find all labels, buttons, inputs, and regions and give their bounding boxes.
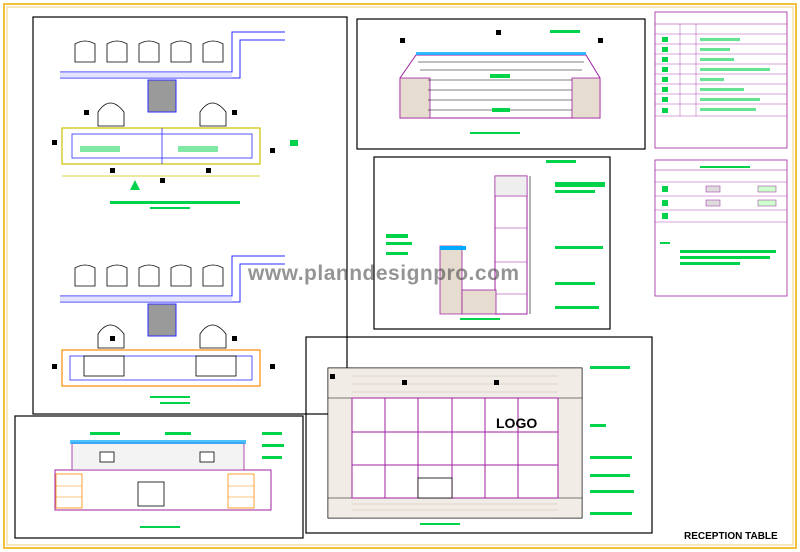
logo-placeholder: LOGO: [496, 415, 537, 431]
chair-icon: [138, 40, 160, 63]
chair-icon: [74, 40, 96, 63]
desk-plan-top: [61, 127, 261, 165]
wall-plan-bottom: [60, 255, 285, 303]
chair-row-top: [74, 40, 224, 63]
operator-chairs-top: [97, 102, 227, 127]
dimension-marks-plan: [52, 110, 298, 369]
monitor-icon: [199, 451, 215, 463]
finishes-table: [654, 159, 788, 297]
chair-icon: [170, 40, 192, 63]
sheet-frame: [3, 3, 797, 549]
logo-wall-panel: LOGO: [305, 336, 653, 534]
section-marker-icon: [130, 180, 140, 190]
monitor-icon: [99, 451, 115, 463]
drawer-unit-icon: [55, 473, 83, 509]
chair-icon: [202, 40, 224, 63]
front-elevation-panel: [356, 18, 646, 150]
legend-table: [654, 11, 788, 149]
column-icon: [147, 79, 177, 113]
plan-panel: [32, 16, 348, 415]
back-elevation-panel: [14, 415, 304, 539]
chair-row-bottom: [74, 264, 224, 287]
sheet-title: RECEPTION TABLE: [684, 531, 778, 542]
desk-plan-bottom: [61, 349, 261, 387]
drawer-unit-icon: [227, 473, 255, 509]
chair-icon: [106, 40, 128, 63]
wall-plan-top: [60, 31, 285, 79]
side-section-panel: [373, 156, 611, 330]
column-icon: [147, 303, 177, 337]
